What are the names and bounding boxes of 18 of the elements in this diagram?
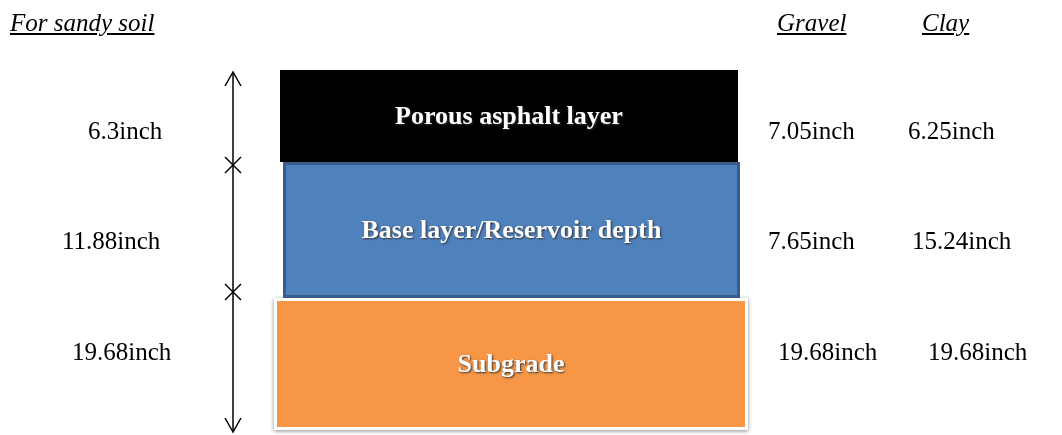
base-layer (283, 162, 740, 298)
layer-label: Subgrade (457, 349, 565, 379)
column-heading: Clay (922, 8, 970, 38)
dimension-value: 15.24inch (912, 226, 1012, 256)
dimension-value: 7.05inch (768, 116, 855, 146)
column-heading: Gravel (777, 8, 847, 38)
column-heading: For sandy soil (10, 8, 155, 38)
dimension-value: 7.65inch (768, 226, 855, 256)
dimension-value: 19.68inch (928, 337, 1028, 367)
layer-label: Base layer/Reservoir depth (361, 215, 662, 245)
dimension-value: 19.68inch (72, 337, 172, 367)
dimension-value: 19.68inch (778, 337, 878, 367)
dimension-value: 11.88inch (62, 226, 161, 256)
layer-label: Porous asphalt layer (395, 101, 623, 131)
dimension-value: 6.3inch (88, 116, 163, 146)
asphalt-layer (280, 70, 738, 162)
dimension-value: 6.25inch (908, 116, 995, 146)
subgrade-layer (274, 298, 748, 430)
